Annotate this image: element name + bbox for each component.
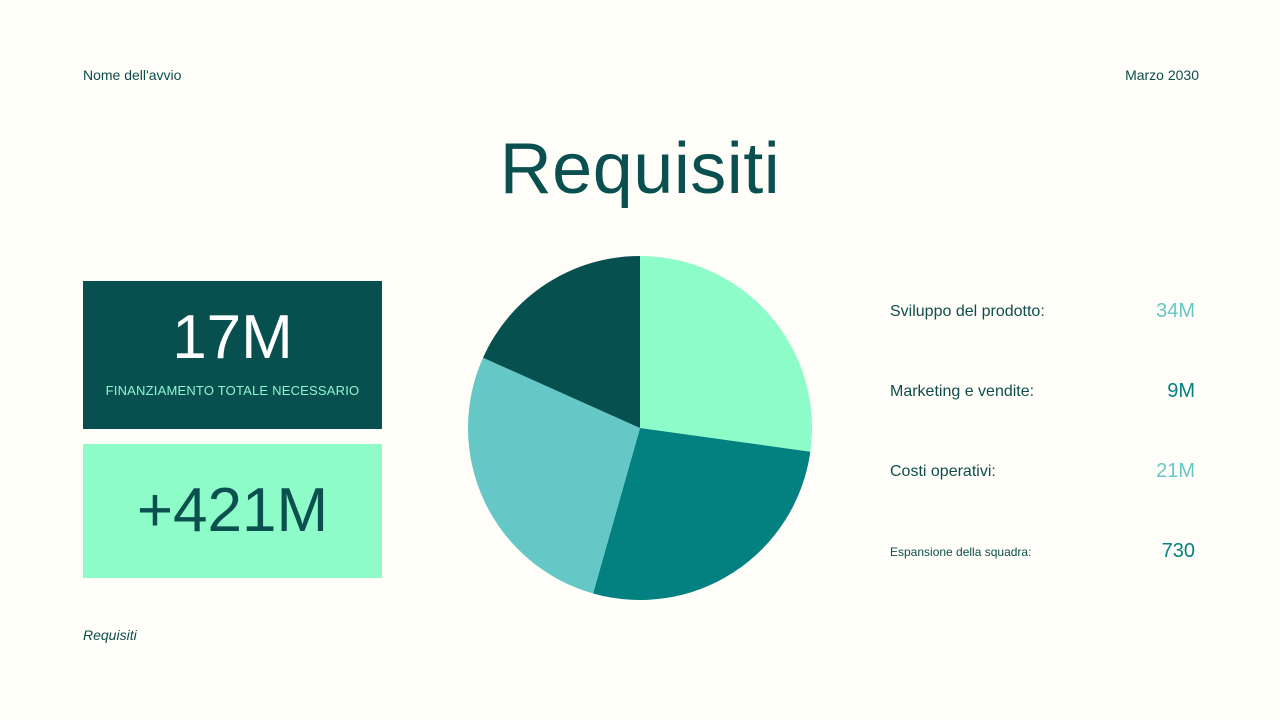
- growth-card: +421M: [83, 444, 382, 578]
- growth-value: +421M: [136, 476, 329, 545]
- legend-value: 21M: [1156, 460, 1195, 482]
- pie-chart: [468, 256, 812, 600]
- pie-slice-1: [640, 256, 812, 452]
- legend-label: Costi operativi:: [890, 462, 996, 480]
- legend-label: Espansione della squadra:: [890, 544, 1032, 559]
- legend-value: 34M: [1156, 300, 1195, 322]
- legend-row-marketing: Marketing e vendite: 9M: [890, 380, 1195, 403]
- pie-slice-3: [468, 357, 640, 594]
- startup-name: Nome dell'avvio: [83, 67, 182, 83]
- date-label: Marzo 2030: [1125, 67, 1199, 83]
- pie-slice-2: [593, 428, 811, 600]
- legend-value: 730: [1161, 540, 1195, 562]
- legend-row-team: Espansione della squadra: 730: [890, 540, 1195, 563]
- legend-row-operations: Costi operativi: 21M: [890, 460, 1195, 483]
- footer-label: Requisiti: [83, 627, 137, 643]
- total-funding-label: FINANZIAMENTO TOTALE NECESSARIO: [105, 382, 360, 398]
- pie-slice-4: [483, 256, 640, 428]
- total-funding-value: 17M: [172, 302, 293, 372]
- page-title: Requisiti: [499, 129, 781, 209]
- total-funding-card: 17M FINANZIAMENTO TOTALE NECESSARIO: [83, 281, 382, 429]
- legend-label: Marketing e vendite:: [890, 382, 1035, 400]
- legend-value: 9M: [1167, 380, 1195, 402]
- legend-label: Sviluppo del prodotto:: [890, 302, 1045, 320]
- legend-row-product: Sviluppo del prodotto: 34M: [890, 300, 1195, 323]
